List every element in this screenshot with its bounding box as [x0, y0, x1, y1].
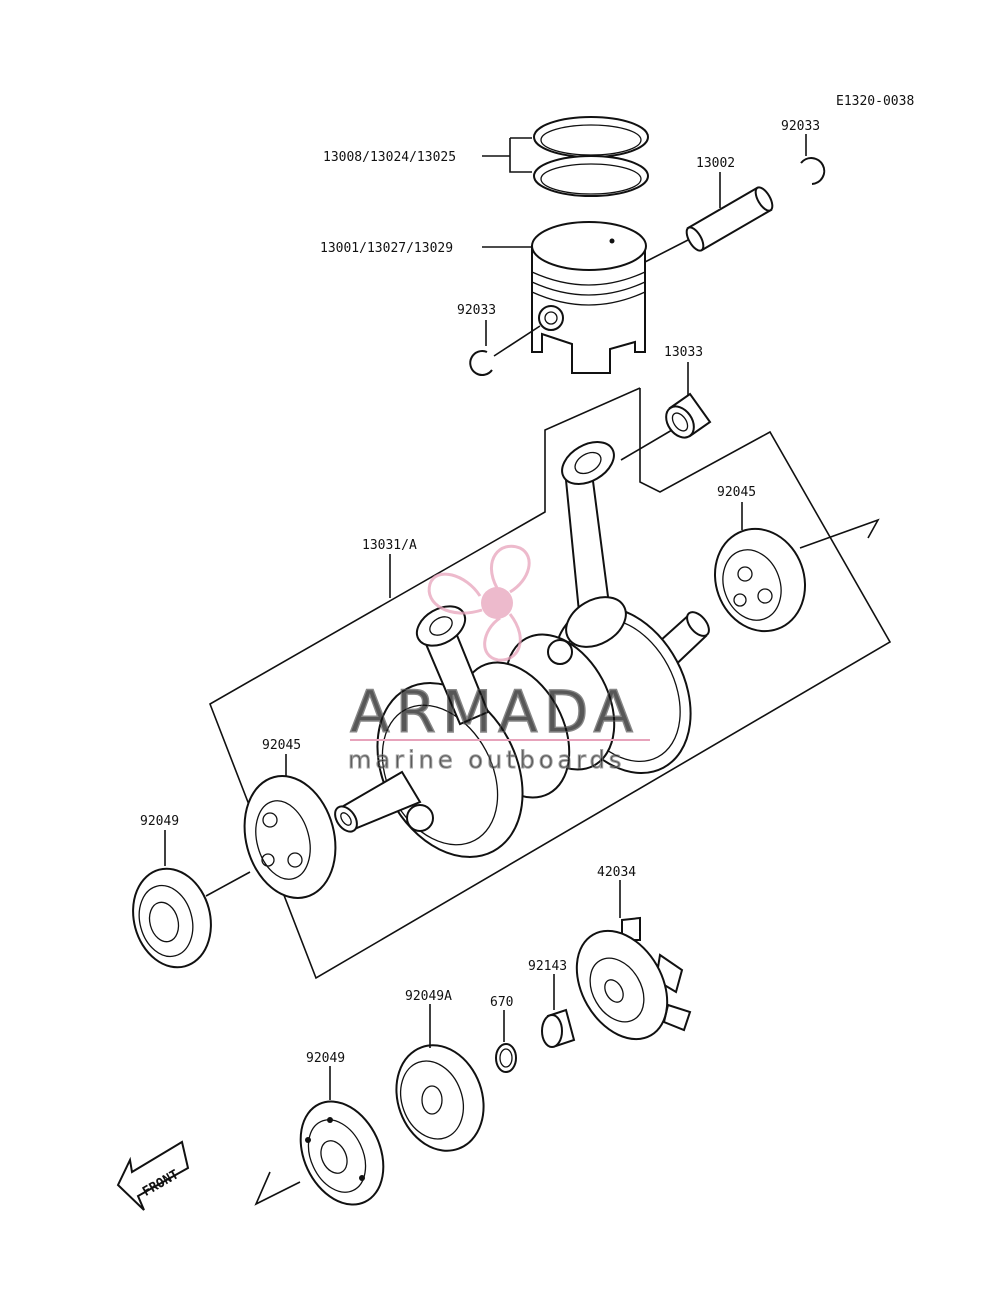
diagram-code: E1320-0038 — [836, 94, 914, 109]
needle-bearing[interactable] — [660, 392, 712, 443]
circlip-top[interactable] — [800, 157, 826, 185]
crankshaft[interactable] — [331, 433, 718, 882]
label-92049-bottom[interactable]: 92049 — [306, 1051, 345, 1066]
o-ring[interactable] — [495, 1043, 517, 1073]
label-92033-top[interactable]: 92033 — [781, 119, 820, 134]
label-92045-left[interactable]: 92045 — [262, 738, 301, 753]
watermark-brand: ARMADA — [350, 678, 639, 746]
piston-pin[interactable] — [683, 185, 775, 254]
spacer-disc[interactable] — [382, 1033, 498, 1163]
oil-seal-left[interactable] — [122, 860, 221, 976]
ball-bearing-right[interactable] — [701, 516, 819, 644]
leader-13008 — [482, 137, 532, 173]
oil-seal-bottom[interactable] — [285, 1088, 400, 1218]
piston-rings[interactable] — [533, 116, 649, 197]
collar[interactable] — [541, 1008, 576, 1048]
assembly-boundary — [209, 387, 892, 980]
label-92045-right[interactable]: 92045 — [717, 485, 756, 500]
watermark-tagline: marine outboards — [348, 746, 625, 774]
front-arrow-icon — [116, 1140, 190, 1211]
label-670[interactable]: 670 — [490, 995, 513, 1010]
label-92033-mid[interactable]: 92033 — [457, 303, 496, 318]
impeller[interactable] — [558, 915, 692, 1055]
piston[interactable] — [531, 221, 647, 374]
label-13033[interactable]: 13033 — [664, 345, 703, 360]
label-13008[interactable]: 13008/13024/13025 — [323, 150, 456, 165]
label-13002[interactable]: 13002 — [696, 156, 735, 171]
label-13001[interactable]: 13001/13027/13029 — [320, 241, 453, 256]
ball-bearing-left[interactable] — [231, 766, 348, 909]
label-92049A[interactable]: 92049A — [405, 989, 452, 1004]
label-92143[interactable]: 92143 — [528, 959, 567, 974]
watermark-logo-icon — [427, 544, 531, 662]
label-92049-left[interactable]: 92049 — [140, 814, 179, 829]
circlip-mid[interactable] — [469, 350, 493, 377]
label-42034[interactable]: 42034 — [597, 865, 636, 880]
label-13031A[interactable]: 13031/A — [362, 538, 417, 553]
